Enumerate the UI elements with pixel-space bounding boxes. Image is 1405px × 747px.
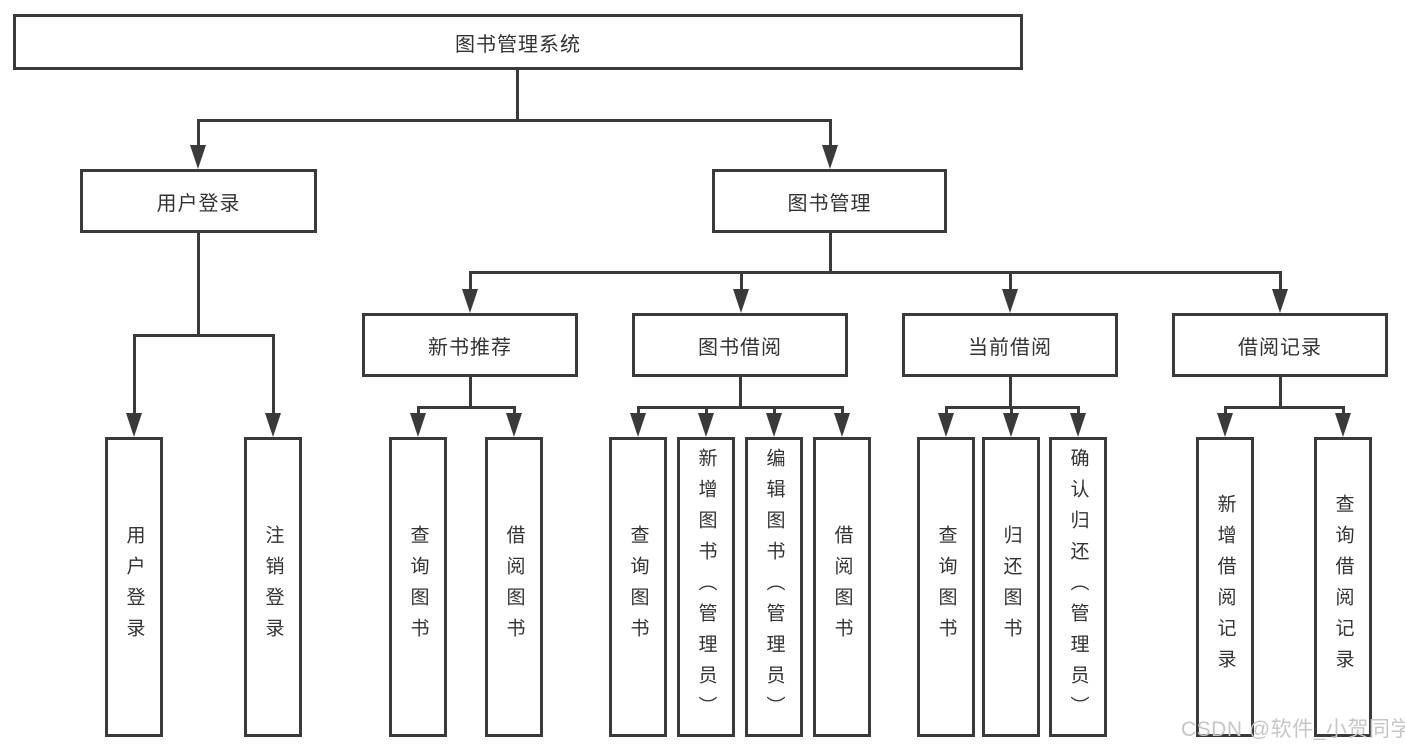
tree-node-leaf-borrow-books-2: 借阅图书 <box>813 437 871 737</box>
tree-node-label: 借阅记录 <box>1238 336 1322 359</box>
tree-node-label: 查询图书 <box>935 525 957 649</box>
arrow-down-icon <box>1217 413 1233 437</box>
connector-bar <box>416 405 516 409</box>
tree-node-label: 新书推荐 <box>428 336 512 359</box>
tree-node-label: 确认归还（管理员） <box>1067 447 1089 727</box>
tree-node-leaf-query-borrow-record: 查询借阅记录 <box>1314 437 1372 737</box>
connector-drop <box>132 335 136 421</box>
tree-node-label: 新增借阅记录 <box>1214 494 1236 680</box>
arrow-down-icon <box>506 413 522 437</box>
connector-stem <box>515 70 519 120</box>
connector-drop <box>1278 272 1282 297</box>
tree-node-label: 图书借阅 <box>698 336 782 359</box>
arrow-down-icon <box>938 413 954 437</box>
tree-node-label: 查询借阅记录 <box>1332 494 1354 680</box>
tree-node-label: 图书管理系统 <box>455 33 581 56</box>
tree-node-label: 新增图书（管理员） <box>695 447 717 727</box>
arrow-down-icon <box>1335 413 1351 437</box>
connector-drop <box>271 335 275 421</box>
tree-node-label: 用户登录 <box>156 192 241 215</box>
tree-node-label: 注销登录 <box>262 525 284 649</box>
tree-node-label: 编辑图书（管理员） <box>763 447 785 727</box>
tree-node-borrow-record: 借阅记录 <box>1172 313 1388 377</box>
arrow-down-icon <box>698 413 714 437</box>
connector-stem <box>468 377 472 407</box>
connector-drop <box>1008 272 1012 297</box>
tree-node-leaf-query-books-borrow: 查询图书 <box>609 437 667 737</box>
arrow-down-icon <box>462 289 478 313</box>
tree-node-leaf-query-books-current: 查询图书 <box>917 437 975 737</box>
tree-node-label: 查询图书 <box>627 525 649 649</box>
tree-node-leaf-add-borrow-record: 新增借阅记录 <box>1196 437 1254 737</box>
connector-stem <box>196 233 200 335</box>
arrow-down-icon <box>733 289 749 313</box>
arrow-down-icon <box>822 145 838 169</box>
tree-node-leaf-add-book-admin: 新增图书（管理员） <box>677 437 735 737</box>
tree-node-new-book-recommend: 新书推荐 <box>362 313 578 377</box>
tree-node-label: 归还图书 <box>1000 525 1022 649</box>
connector-bar <box>1223 405 1345 409</box>
arrow-down-icon <box>1002 289 1018 313</box>
arrow-down-icon <box>410 413 426 437</box>
arrow-down-icon <box>126 413 142 437</box>
tree-node-book-borrow: 图书借阅 <box>632 313 848 377</box>
tree-node-current-borrow: 当前借阅 <box>902 313 1118 377</box>
tree-node-label: 当前借阅 <box>968 336 1052 359</box>
connector-drop <box>739 272 743 297</box>
tree-node-label: 借阅图书 <box>503 525 525 649</box>
connector-bar <box>636 405 844 409</box>
tree-node-label: 查询图书 <box>407 525 429 649</box>
arrow-down-icon <box>1272 289 1288 313</box>
connector-bar <box>196 118 832 122</box>
arrow-down-icon <box>766 413 782 437</box>
arrow-down-icon <box>190 145 206 169</box>
tree-node-leaf-borrow-books-recommend: 借阅图书 <box>485 437 543 737</box>
connector-drop <box>828 120 832 153</box>
tree-node-book-management-group: 图书管理 <box>712 169 947 233</box>
connector-stem <box>828 233 832 272</box>
watermark: CSDN @软件_小贺同学 <box>1181 718 1405 741</box>
tree-node-label: 借阅图书 <box>831 525 853 649</box>
arrow-down-icon <box>834 413 850 437</box>
connector-stem <box>738 377 742 407</box>
tree-node-root: 图书管理系统 <box>13 14 1023 70</box>
connector-bar <box>468 270 1282 274</box>
tree-node-leaf-logout: 注销登录 <box>244 437 302 737</box>
connector-bar <box>132 333 275 337</box>
connector-drop <box>468 272 472 297</box>
arrow-down-icon <box>265 413 281 437</box>
tree-node-label: 图书管理 <box>787 192 872 215</box>
connector-stem <box>1278 377 1282 407</box>
tree-node-leaf-user-login: 用户登录 <box>105 437 163 737</box>
arrow-down-icon <box>1070 413 1086 437</box>
connector-drop <box>196 120 200 153</box>
tree-node-leaf-edit-book-admin: 编辑图书（管理员） <box>745 437 803 737</box>
tree-node-leaf-confirm-return-admin: 确认归还（管理员） <box>1049 437 1107 737</box>
connector-stem <box>1008 377 1012 407</box>
arrow-down-icon <box>1003 413 1019 437</box>
arrow-down-icon <box>630 413 646 437</box>
tree-node-leaf-query-books-recommend: 查询图书 <box>389 437 447 737</box>
tree-node-leaf-return-book: 归还图书 <box>982 437 1040 737</box>
tree-node-user-login-group: 用户登录 <box>80 169 317 233</box>
tree-node-label: 用户登录 <box>123 525 145 649</box>
